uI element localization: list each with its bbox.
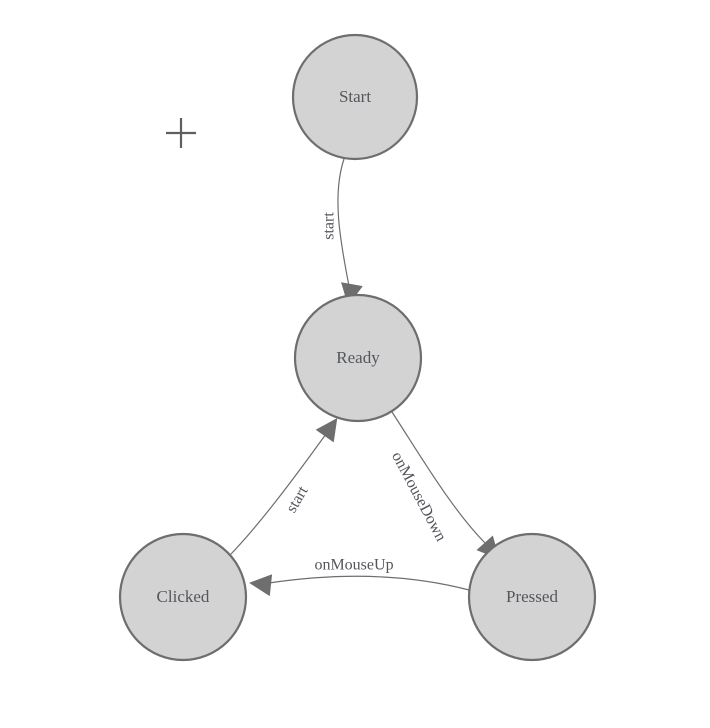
node-label-pressed: Pressed — [506, 587, 558, 606]
node-circle[interactable] — [293, 293, 423, 423]
node-circle[interactable] — [291, 33, 419, 161]
edge-label-start-2: start — [283, 483, 312, 516]
node-label-start: Start — [339, 87, 371, 106]
edge-label-onmousedown: onMouseDown — [388, 449, 449, 544]
edge-line — [229, 433, 327, 556]
edge-line — [268, 575, 470, 591]
crosshair-icon[interactable] — [166, 118, 196, 148]
node-circle[interactable] — [118, 532, 248, 662]
node-label-ready: Ready — [336, 348, 380, 367]
edge-ready-to-pressed[interactable]: onMouseDown — [388, 411, 507, 567]
edge-start-to-ready[interactable]: start — [321, 158, 363, 308]
nodes-layer: Start Ready Clicked Pressed — [118, 33, 597, 662]
node-label-clicked: Clicked — [157, 587, 210, 606]
edge-clicked-to-ready[interactable]: start — [229, 412, 346, 556]
edge-pressed-to-clicked[interactable]: onMouseUp — [248, 557, 470, 597]
arrowhead-icon — [249, 574, 273, 597]
edge-label-start: start — [321, 212, 338, 240]
node-pressed[interactable]: Pressed — [467, 532, 597, 662]
edge-line — [391, 411, 488, 546]
node-circle[interactable] — [467, 532, 597, 662]
edge-line — [337, 158, 350, 287]
arrowhead-icon — [315, 417, 338, 443]
node-clicked[interactable]: Clicked — [118, 532, 248, 662]
node-ready[interactable]: Ready — [293, 293, 423, 423]
edge-label-onmouseup: onMouseUp — [314, 557, 393, 574]
node-start[interactable]: Start — [291, 33, 419, 161]
